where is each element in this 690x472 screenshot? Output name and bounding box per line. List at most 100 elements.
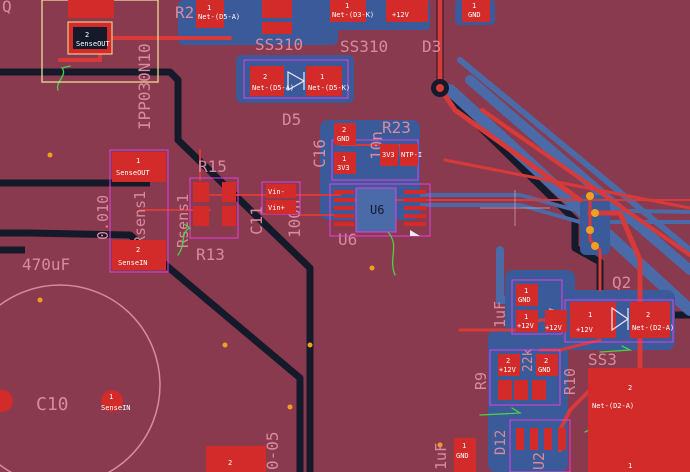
c7-right-pad[interactable] (545, 310, 567, 332)
designator-d3: D3 (422, 37, 441, 56)
designator-d2-silk: SS3 (588, 350, 617, 369)
r23-pad-2[interactable]: 3V3 (380, 144, 398, 166)
pad-net: Vin- (268, 188, 285, 196)
gnd-pad-top[interactable]: 1 GND (462, 0, 490, 22)
pad-net: +12V (576, 326, 594, 334)
c16-pad-2[interactable]: 2 GND (334, 123, 356, 145)
c16-pad-1[interactable]: 1 3V3 (334, 152, 356, 174)
diode-icon (611, 306, 630, 332)
top-center-pads[interactable] (262, 0, 292, 34)
pad-net: GND (468, 11, 481, 19)
designator-c16: C16 (310, 139, 329, 168)
c7-pad-12v[interactable]: 1 +12V (516, 310, 538, 332)
c1-pad-gnd[interactable]: 1 GND (454, 438, 476, 472)
pad-number: 2 (544, 357, 548, 365)
r2-pad[interactable]: 1 Net-(D5-A) (196, 0, 240, 28)
pad-number: 1 (320, 73, 324, 81)
designator-fuse: 0-05 (263, 431, 282, 470)
pad-number: 2 (136, 246, 140, 254)
pad-number: 1 (524, 313, 528, 321)
pad-number: 1 (342, 155, 346, 163)
vias (37, 79, 599, 448)
rsens1-pad-2[interactable]: 2 SenseIN (112, 240, 166, 270)
pad-number: 2 (342, 126, 346, 134)
crosshair-cursor-icon (480, 190, 550, 226)
designator-rsense-value: 0.010 (94, 195, 112, 240)
pad-net: +12V (517, 322, 535, 330)
d3-pad-2[interactable]: +12V (386, 0, 428, 22)
r9-pad-gnd[interactable]: 2 GND (536, 354, 558, 376)
pad-number: 1 (588, 311, 592, 319)
pad-net: SenseOUT (76, 40, 111, 48)
pad-net: GND (538, 366, 551, 374)
pad-number: 1 (462, 442, 466, 450)
pad-net: Vin+ (268, 204, 285, 212)
r9-pad-12v[interactable]: 2 +12V (498, 354, 520, 376)
rsens1-pad-1[interactable]: 1 SenseOUT (112, 152, 166, 182)
designator-d5-silk: SS310 (255, 35, 303, 54)
designator-r13: R13 (196, 245, 225, 264)
r9-r10-small-pads[interactable] (498, 380, 546, 400)
designator-q2: Q2 (612, 273, 631, 292)
designator-ipp: IPP030N10 (135, 43, 154, 130)
designator-rsens1b: Rsens1 (174, 194, 192, 248)
u2-pads[interactable] (516, 428, 566, 450)
u2-net-label: +12V (545, 324, 563, 332)
designator-d3-silk: SS310 (340, 37, 388, 56)
diode-icon (287, 70, 306, 92)
pad-number: 1 (524, 287, 528, 295)
c7-pad-gnd[interactable]: 1 GND (516, 284, 538, 306)
pad-net: Net-(D3-K) (332, 11, 374, 19)
pad-number-secondary: 1 (628, 462, 632, 470)
designator-r10: R10 (561, 368, 579, 395)
pad-net: +12V (499, 366, 517, 374)
designator-r2: R2 (175, 3, 194, 22)
pad-number: 1 (472, 2, 476, 10)
d5-footprint[interactable]: 2 Net-(D5-A) 1 Net-(D5-K) (243, 59, 350, 99)
designator-c10: C10 (36, 394, 69, 415)
pad-net: GND (456, 452, 469, 460)
d2-large-pad[interactable]: 2 Net-(D2-A) 1 (588, 368, 690, 472)
designator-r10-value: 22k (521, 348, 536, 372)
pad-net: SenseIN (101, 404, 131, 412)
pad-number: 1 (207, 4, 211, 12)
c11-pad-2[interactable]: Vin- (266, 184, 296, 198)
designator-d5: D5 (282, 110, 301, 129)
pad-net: 3V3 (382, 151, 395, 159)
d3-pad-1[interactable]: 1 Net-(D3-K) (330, 0, 374, 22)
pin1-marker-icon (410, 230, 420, 236)
designator-u6: U6 (338, 230, 357, 249)
c10-pad-1[interactable]: 1 SenseIN (101, 390, 131, 412)
pad-net: 3V3 (337, 164, 350, 172)
pad-number: 1 (136, 157, 140, 165)
capacitor-c10-outline (0, 284, 161, 472)
pad-net: Net-(D2-A) (632, 324, 674, 332)
pad-net: GND (518, 296, 531, 304)
q2-footprint[interactable]: 1 +12V 2 Net-(D2-A) (570, 302, 674, 338)
c11-pad-1[interactable]: Vin+ (266, 200, 296, 214)
pad-net: Net-(D2-A) (592, 402, 634, 410)
designator-q: Q (2, 0, 12, 16)
designator-c7-value: 1uF (491, 301, 509, 328)
pad-net: Net-(D5-A) (198, 13, 240, 21)
pad-net: Net-(D5-A) (252, 84, 294, 92)
u6-footprint[interactable]: U6 (334, 187, 426, 236)
designator-c11: C11 (247, 206, 266, 235)
designator-r15: R15 (198, 157, 227, 176)
c10-pad-2[interactable] (0, 390, 13, 412)
pad-net: GND (337, 135, 350, 143)
designator-d12: D12 (493, 430, 509, 455)
fuse-pad[interactable]: 2 (206, 446, 266, 472)
pad-net: NTP-I (401, 151, 422, 159)
pad-number: 2 (85, 31, 89, 39)
designator-r9: R9 (472, 372, 490, 390)
pad-net: SenseOUT (116, 169, 151, 177)
q-footprint[interactable]: 2 SenseOUT (41, 0, 159, 83)
r15-r13-pads[interactable] (193, 182, 236, 226)
pad-number: 1 (345, 2, 349, 10)
pad-net: +12V (392, 11, 410, 19)
designator-r23: R23 (382, 118, 411, 137)
u6-inner-label: U6 (370, 203, 384, 217)
r23-pad-1[interactable]: NTP-I (400, 144, 422, 166)
